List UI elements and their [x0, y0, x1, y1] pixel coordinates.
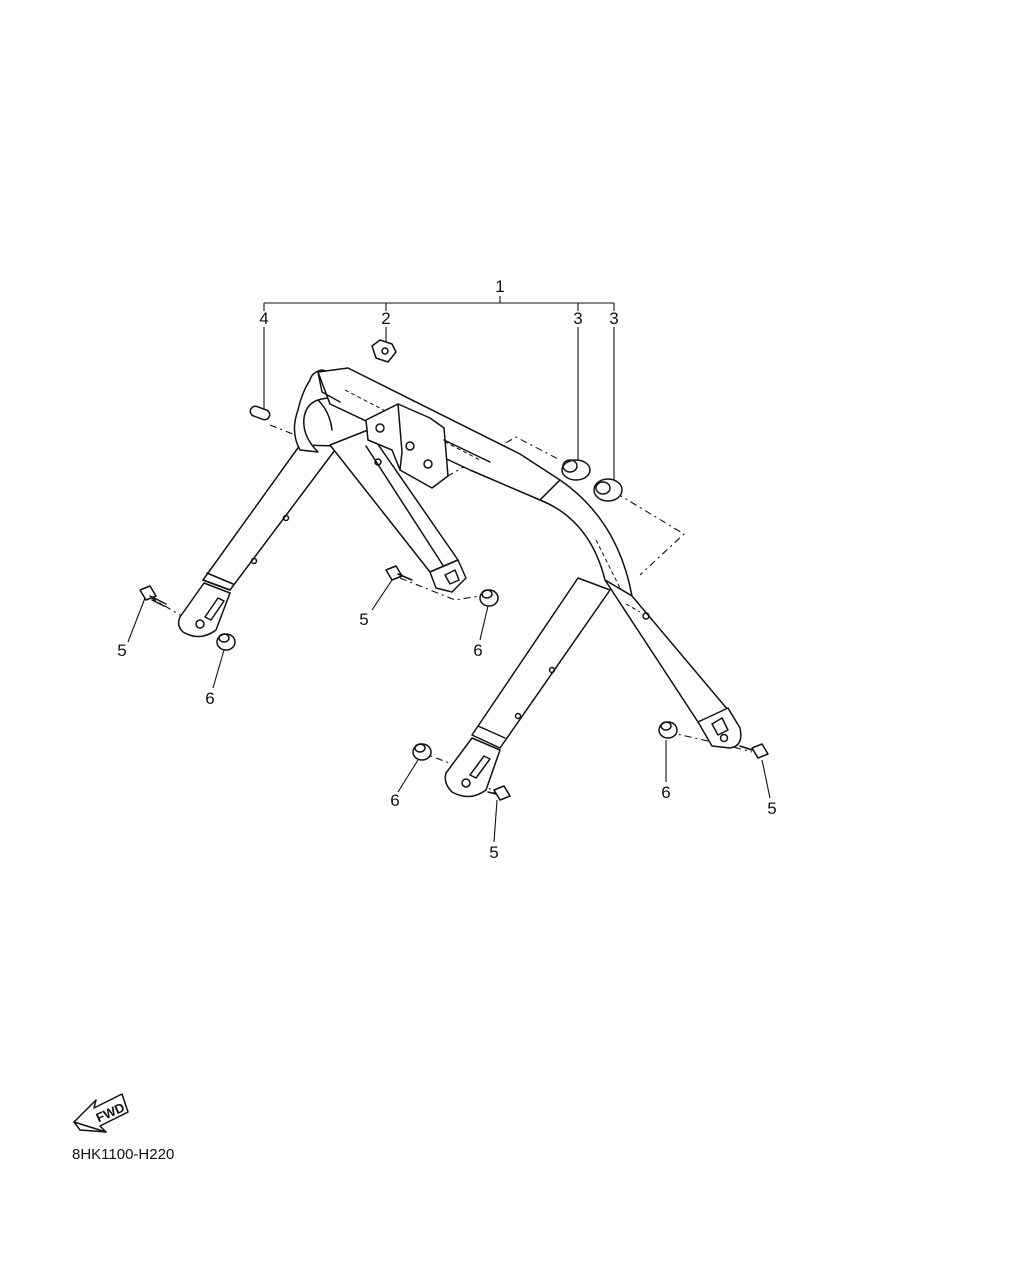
callout-3: 3: [573, 309, 582, 328]
clip-part: [371, 339, 397, 363]
callout-5: 5: [489, 843, 498, 862]
nut-part: [658, 721, 678, 739]
assembly-axes: [149, 424, 753, 796]
callout-6: 6: [661, 783, 670, 802]
callout-5: 5: [117, 641, 126, 660]
nut-part: [479, 589, 499, 607]
leader-lines: [127, 327, 771, 843]
callout-4: 4: [259, 309, 268, 328]
assembly-bracket: [263, 296, 615, 311]
bolt-part: [385, 565, 413, 581]
callout-2: 2: [381, 309, 390, 328]
callout-5: 5: [359, 610, 368, 629]
bolt-part: [487, 785, 511, 801]
callout-6: 6: [390, 791, 399, 810]
bolt-part: [139, 585, 167, 607]
nut-part: [412, 743, 432, 761]
fwd-arrow-icon: FWD: [73, 1093, 129, 1133]
damper-part: [593, 478, 623, 502]
callout-1: 1: [495, 277, 504, 296]
callout-5: 5: [767, 799, 776, 818]
callout-3: 3: [609, 309, 618, 328]
callout-labels: 1 2 3 3 4 5 5 5 5 6 6 6 6: [117, 277, 776, 862]
pin-part: [249, 405, 271, 421]
damper-part: [561, 459, 591, 481]
diagram-code: 8HK1100-H220: [72, 1146, 175, 1163]
callout-6: 6: [205, 689, 214, 708]
callout-6: 6: [473, 641, 482, 660]
seat-frame: [177, 367, 742, 798]
bolt-part: [739, 743, 769, 759]
nut-part: [216, 633, 236, 651]
